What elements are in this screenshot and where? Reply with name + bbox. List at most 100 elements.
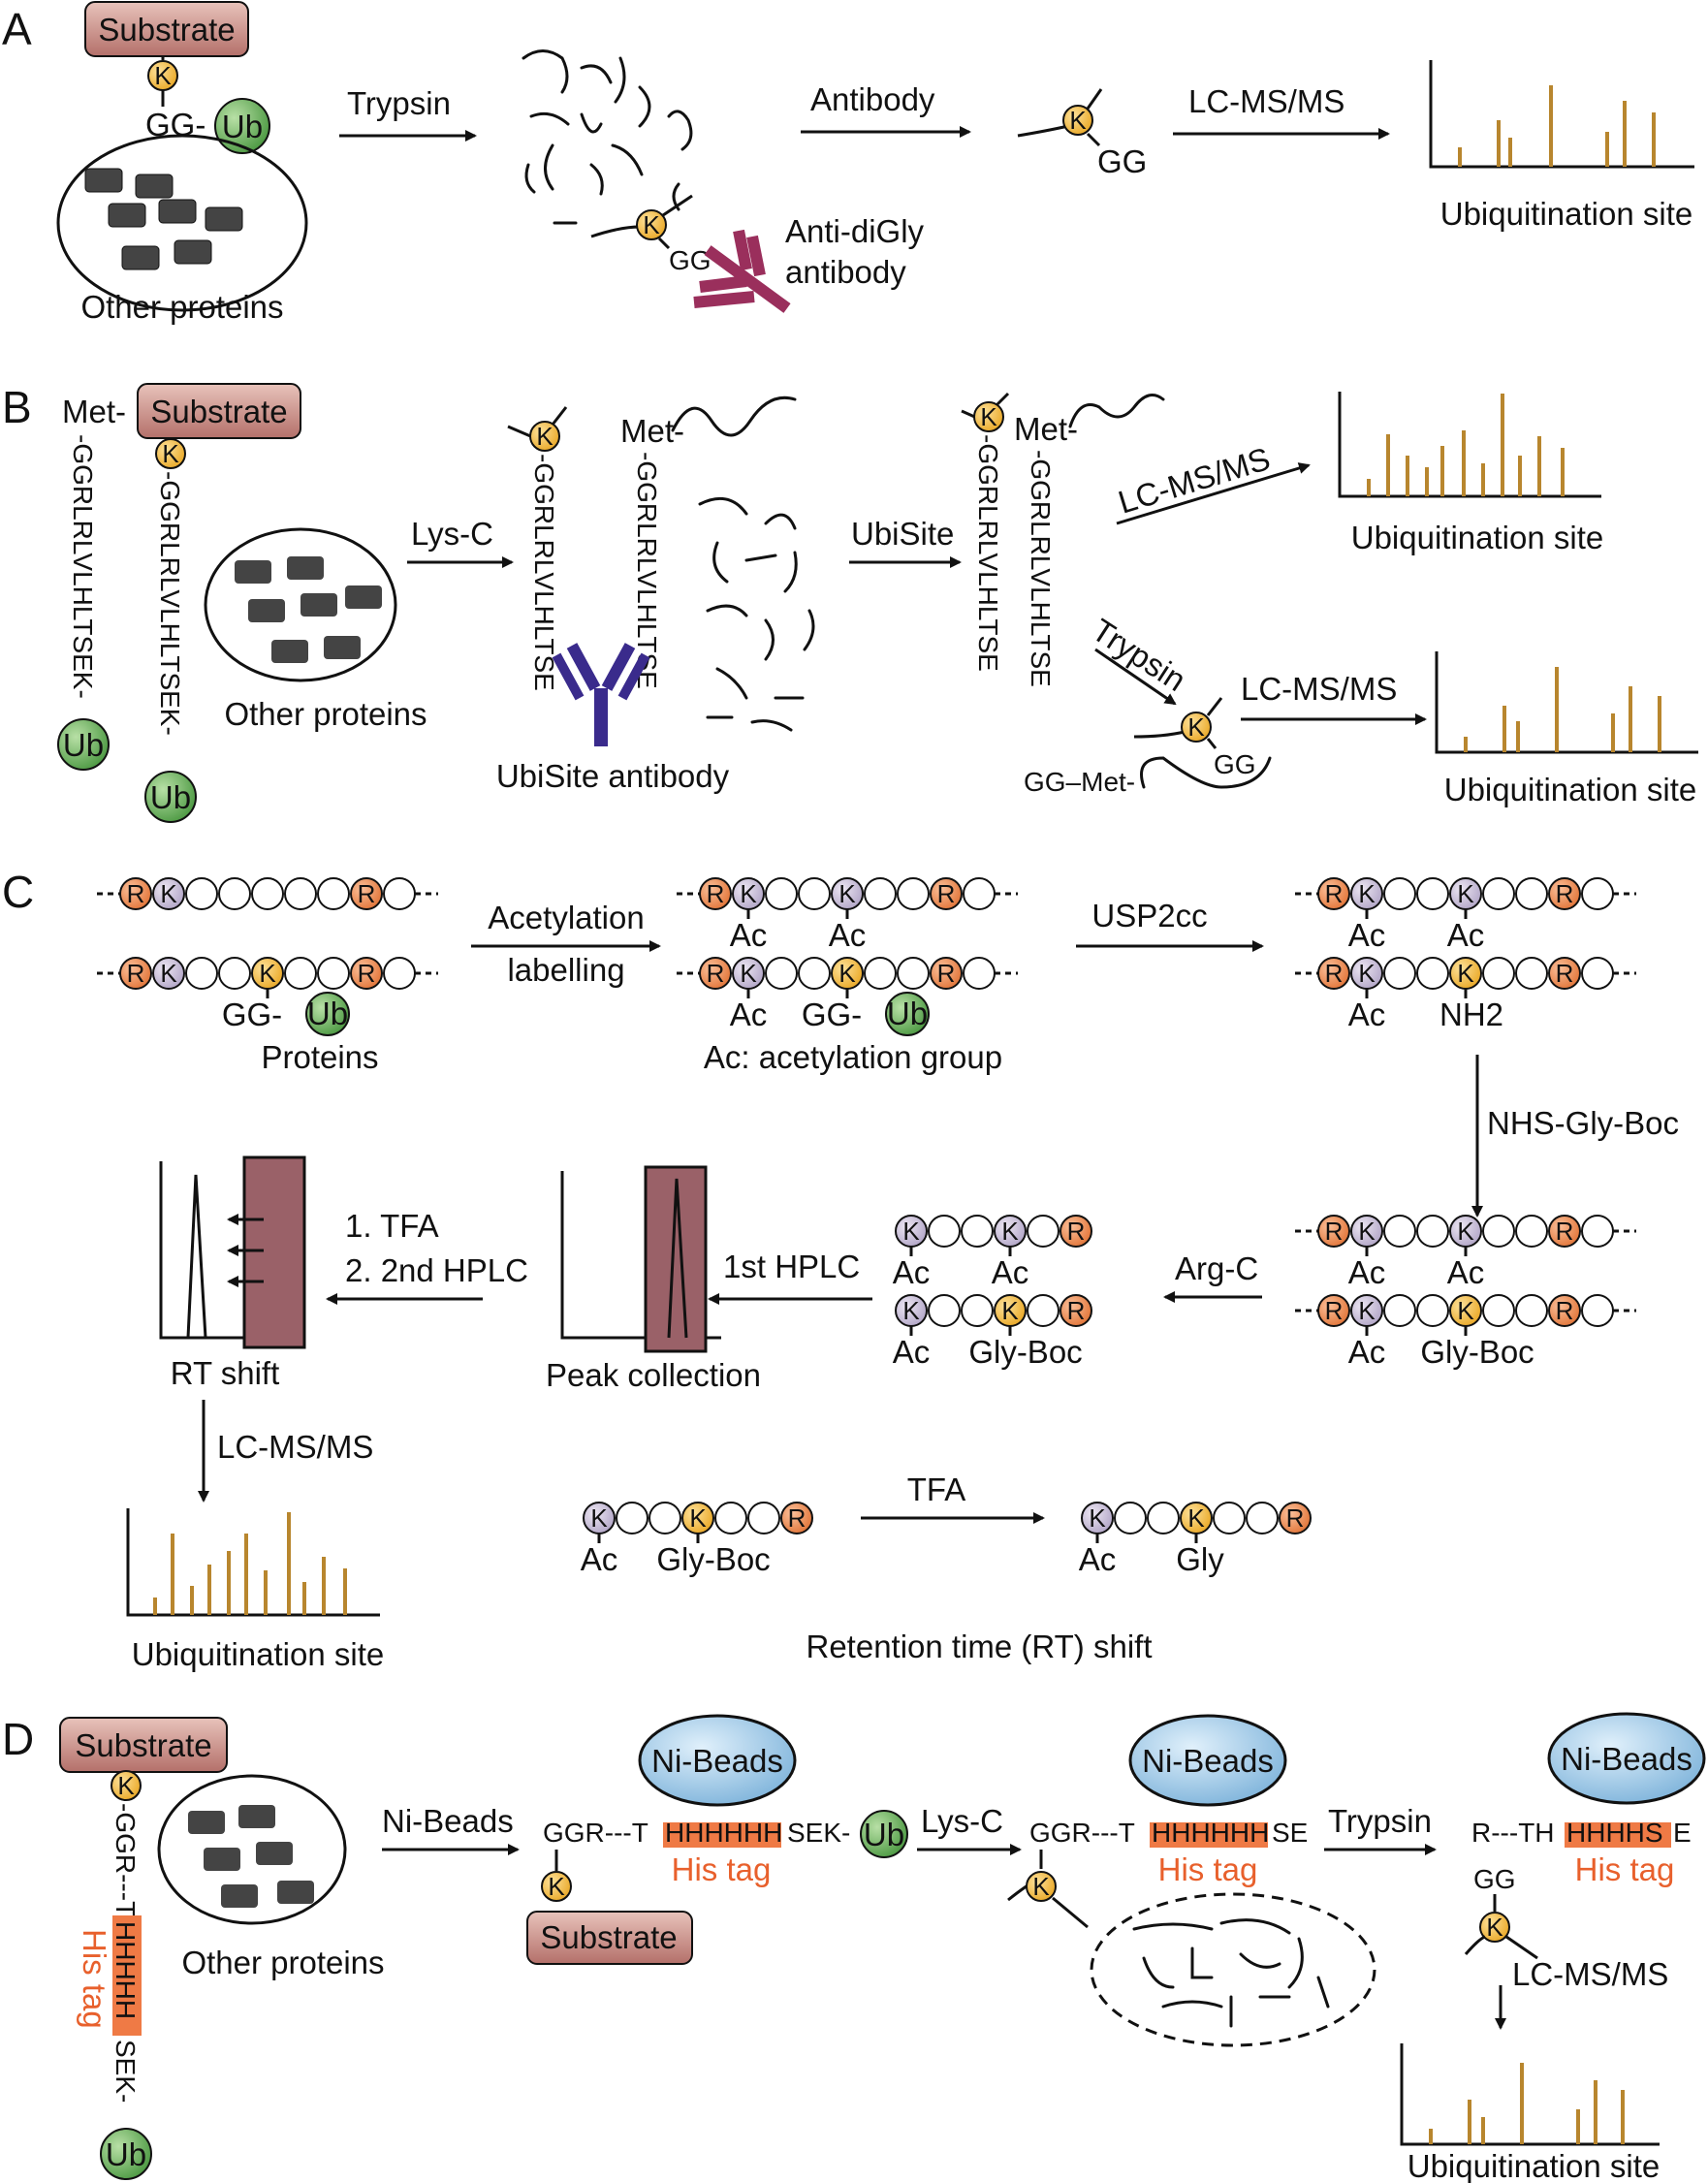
ubisite-antibody-icon [552, 643, 650, 746]
residue-label: K [1358, 959, 1376, 988]
residue-node [317, 877, 350, 910]
residue-node [699, 957, 732, 990]
lysine-node [111, 1770, 142, 1801]
his-tag-label: His tag [77, 1929, 112, 2029]
step-trypsin: Trypsin [347, 85, 451, 121]
substituent-label: Ac [1348, 917, 1386, 953]
substituent-label: Gly [1176, 1541, 1224, 1577]
residue-label: K [902, 1296, 920, 1325]
substituent-label: Ac [1447, 917, 1485, 953]
lysine-label: K [1032, 1872, 1050, 1901]
residue-node [648, 1502, 681, 1534]
residue-node [1027, 1215, 1060, 1248]
residue-label: K [1001, 1296, 1019, 1325]
panel-b-letter: B [2, 382, 32, 432]
residue-label: R [1067, 1296, 1086, 1325]
substituent-label: Ac [1348, 1254, 1386, 1290]
result-label: Ubiquitination site [1408, 2148, 1661, 2183]
substituent-label: Gly-Boc [968, 1334, 1082, 1370]
residue-label: K [1457, 879, 1474, 908]
ac-note: Ac: acetylation group [704, 1039, 1002, 1075]
residue-node [765, 957, 798, 990]
met-label: Met- [620, 413, 684, 449]
residue-label: R [937, 959, 956, 988]
ubiquitin-node [57, 718, 110, 771]
residue-node [1581, 957, 1614, 990]
residue-node [616, 1502, 648, 1534]
residue-node [1581, 877, 1614, 910]
step-ni-beads: Ni-Beads [382, 1803, 514, 1839]
substituent-label: Ac [1348, 997, 1386, 1032]
residue-node [928, 1294, 961, 1327]
lysine-node [1062, 105, 1093, 136]
residue-node [1515, 957, 1548, 990]
ubiquitin-label: Ub [887, 996, 928, 1031]
step-lcms-2: LC-MS/MS [1241, 671, 1397, 707]
residue-label: R [358, 959, 376, 988]
residue-label: R [1325, 1296, 1344, 1325]
residue-label: R [707, 879, 725, 908]
substrate-box [526, 1911, 693, 1965]
seq2-right: SE [1272, 1818, 1308, 1848]
ni-beads-icon [1547, 1712, 1706, 1805]
residue-node [119, 957, 152, 990]
met-label: Met- [1014, 411, 1078, 447]
substituent-label: Gly-Boc [656, 1541, 770, 1577]
gg-label: GG [1214, 749, 1256, 779]
ubiquitin-node [214, 98, 270, 154]
step-tfa: 1. TFA [345, 1208, 439, 1244]
residue-label: R [1556, 1296, 1574, 1325]
peptide-chain: -GGRLRLVLHLTSE [632, 452, 662, 689]
lysine-label: K [162, 439, 179, 468]
substrate-box [84, 1, 249, 57]
peptide-chain: -GGRLRLVLHLTSE [529, 454, 559, 691]
residue-node [1581, 1215, 1614, 1248]
residue-label: K [1358, 1217, 1376, 1246]
his-tag-label: His tag [1158, 1851, 1258, 1887]
seq2-left: GGR---T [1029, 1818, 1135, 1848]
seq2-his: HHHHHH [1152, 1818, 1269, 1848]
panel-b: B Met- Substrate -GGRLRLVLHLTSEK- Ub K -… [2, 382, 1698, 823]
residue-node [1548, 1294, 1581, 1327]
ni-beads-label: Ni-Beads [651, 1743, 783, 1779]
substituent-label: Ac [581, 1541, 618, 1577]
step-antibody: Antibody [810, 81, 935, 117]
residue-node [1515, 1215, 1548, 1248]
his-tag-box [1565, 1822, 1671, 1848]
substituent-label: GG- [222, 997, 282, 1032]
peak-collection-label: Peak collection [546, 1357, 761, 1393]
residue-node [1548, 957, 1581, 990]
residue-label: K [160, 879, 177, 908]
residue-node [1548, 877, 1581, 910]
other-proteins-ellipse [56, 134, 308, 312]
rt-note: Retention time (RT) shift [806, 1629, 1152, 1664]
residue-node [765, 877, 798, 910]
residue-node [317, 957, 350, 990]
residue-node [152, 957, 185, 990]
peptide-fragments [1132, 1918, 1330, 2028]
residue-node [1515, 877, 1548, 910]
gg-peptide-label: GG [669, 245, 712, 275]
residue-node [780, 1502, 813, 1534]
ubiquitin-label: Ub [63, 727, 104, 763]
residue-node [1317, 877, 1350, 910]
ubisite-antibody-label: UbiSite antibody [496, 758, 730, 794]
residue-node [1383, 957, 1416, 990]
residue-node [961, 1294, 994, 1327]
residue-node [1317, 1294, 1350, 1327]
residue-node [1482, 877, 1515, 910]
lysine-node [636, 209, 667, 240]
substituent-label: Ac [1348, 1334, 1386, 1370]
residue-node [714, 1502, 747, 1534]
residue-node [798, 877, 831, 910]
residue-node [383, 877, 416, 910]
residue-node [864, 957, 897, 990]
residue-node [350, 877, 383, 910]
lysine-node [155, 438, 186, 469]
ubiquitin-node [100, 2128, 152, 2180]
lysine-node [541, 1871, 572, 1902]
protein-blocks [235, 556, 382, 663]
residue-label: K [1358, 879, 1376, 908]
residue-node [1416, 1294, 1449, 1327]
